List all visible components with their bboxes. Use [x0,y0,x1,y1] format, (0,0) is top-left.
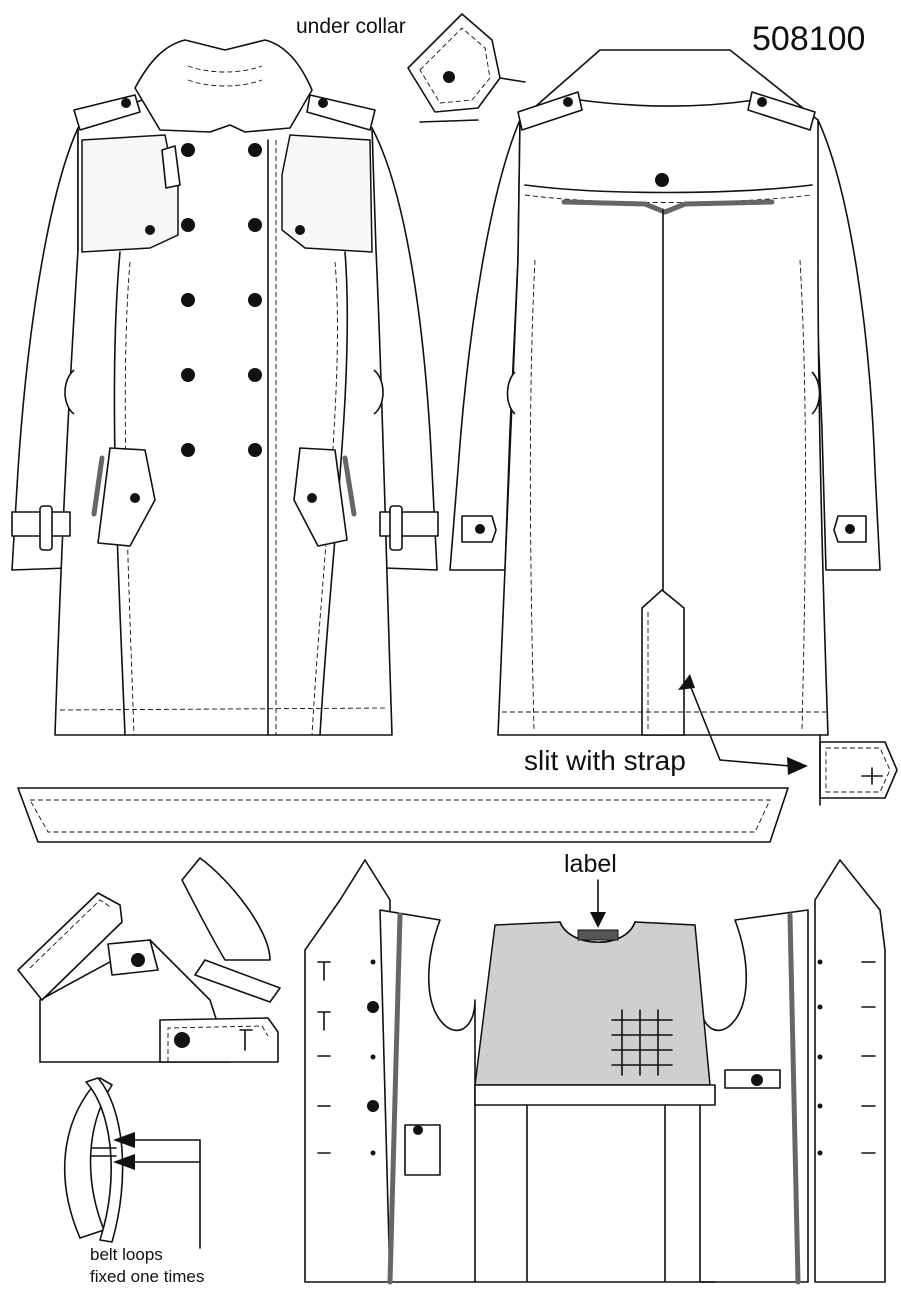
slit-with-strap-caption: slit with strap [524,745,686,776]
windowpane-check [611,1009,673,1076]
back-slit [641,589,685,736]
front-right-yoke [281,134,373,253]
back-left-sleeve [449,119,521,571]
belt-loops-caption-line2: fixed one times [90,1267,204,1286]
interior-lining-panel [474,921,711,1086]
neck-label [577,929,619,941]
belt-loops-caption-line1: belt loops [90,1245,163,1264]
back-yoke-line [524,184,813,194]
collar-epaulette-detail [17,857,281,1063]
style-number: 508100 [752,20,865,58]
belt [17,787,789,843]
under-collar-caption: under collar [296,15,406,38]
front-view [11,39,439,736]
front-buttons [121,98,328,503]
interior-buttons [367,959,823,1156]
front-right-cuff-strap [379,511,439,537]
slit-arrow-line [687,679,791,767]
slit-strap-detail [678,674,898,806]
label-caption: label [564,850,617,878]
under-collar-detail [407,13,526,123]
front-left-pocket-flap [97,447,156,547]
back-yoke-accent [561,199,775,215]
front-right-pocket-flap [293,447,348,547]
interior-view [304,859,886,1285]
front-left-yoke [81,134,179,253]
belt-loop-detail [63,1077,201,1249]
back-view [449,49,881,736]
back-right-sleeve [814,119,881,571]
front-collar-tab [161,145,181,189]
front-left-welt [91,455,105,517]
front-right-welt [342,455,357,517]
